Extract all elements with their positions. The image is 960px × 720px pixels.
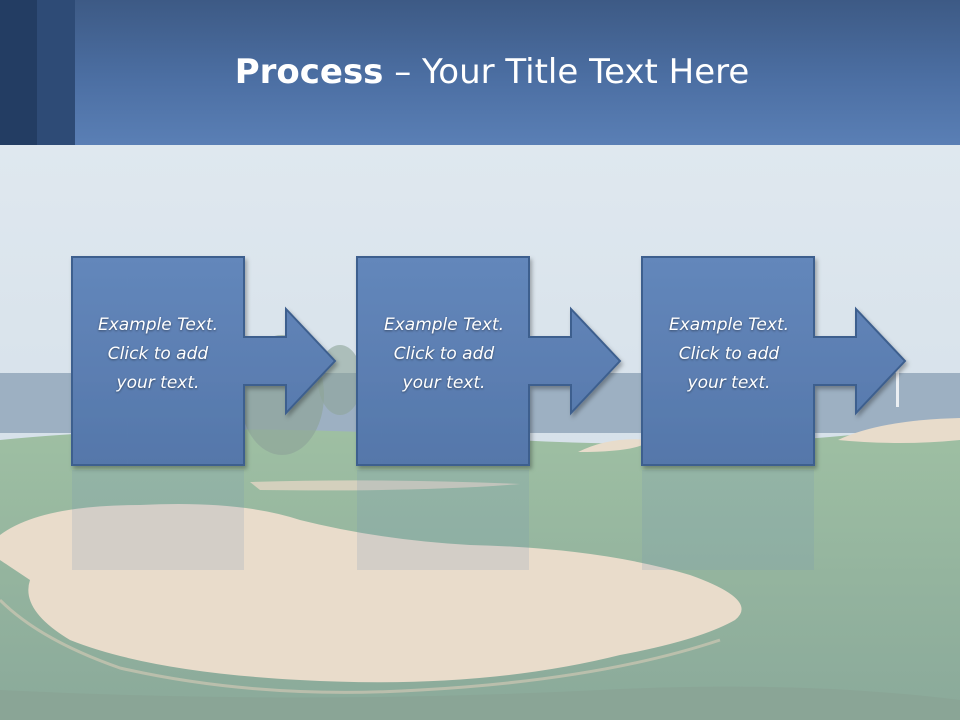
process-step-2[interactable] [356, 256, 622, 466]
process-step-1-text[interactable]: Example Text. Click to add your text. [71, 311, 245, 398]
process-step-3[interactable] [641, 256, 907, 466]
step-text-line: Example Text. [97, 315, 219, 335]
step-text-line: your text. [116, 373, 200, 393]
process-step-2-text[interactable]: Example Text. Click to add your text. [357, 311, 531, 398]
step-text-line: Click to add [393, 344, 495, 364]
process-step-1[interactable] [71, 256, 337, 466]
step-text-line: Click to add [107, 344, 209, 364]
process-step-3-text[interactable]: Example Text. Click to add your text. [642, 311, 816, 398]
slide-title-bold: Process [234, 52, 384, 92]
title-bar-accent [37, 0, 75, 145]
step-text-line: Example Text. [668, 315, 790, 335]
step-text-line: your text. [402, 373, 486, 393]
title-bar-accent-dark [0, 0, 37, 145]
slide-title-rest: – Your Title Text Here [383, 52, 750, 92]
step-text-line: Click to add [678, 344, 780, 364]
step-text-line: Example Text. [383, 315, 505, 335]
slide-title[interactable]: Process – Your Title Text Here [100, 52, 884, 92]
title-bar: Process – Your Title Text Here [0, 0, 960, 145]
step-text-line: your text. [687, 373, 771, 393]
